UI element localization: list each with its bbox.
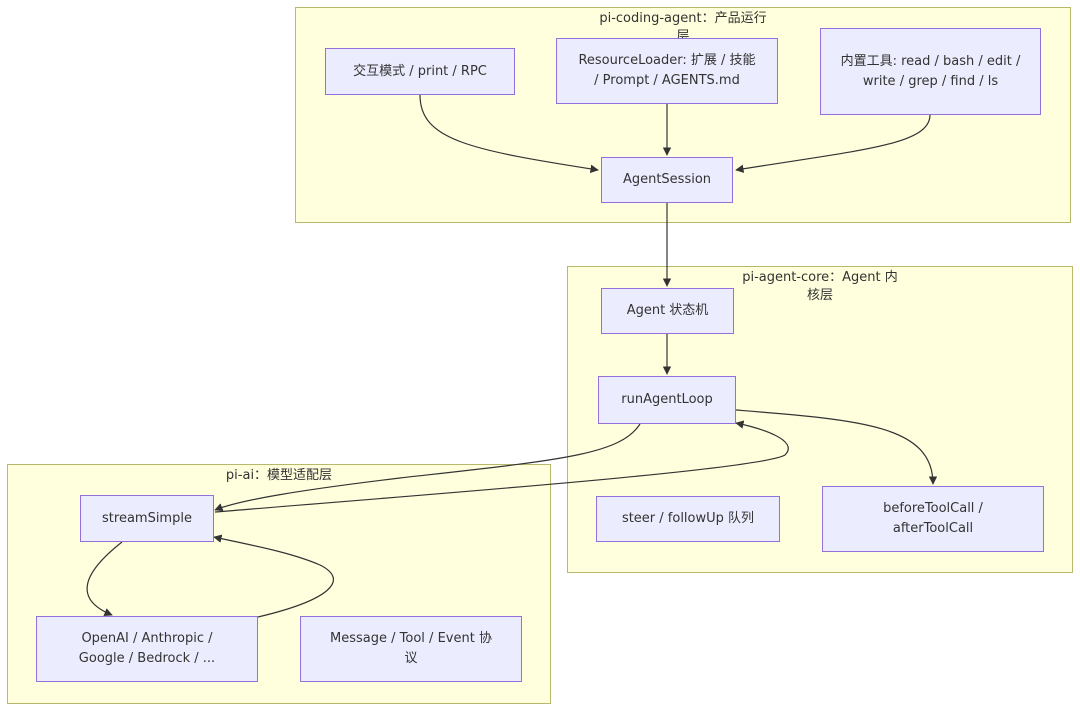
- cluster-label-pi-coding-agent: pi-coding-agent：产品运行层: [599, 11, 767, 40]
- node-resource-loader: ResourceLoader: 扩展 / 技能 / Prompt / AGENT…: [556, 38, 778, 104]
- node-stream-simple: streamSimple: [80, 495, 214, 542]
- node-steer-followup-queue: steer / followUp 队列: [596, 496, 780, 542]
- node-agent-state-machine: Agent 状态机: [601, 288, 734, 334]
- node-agent-session: AgentSession: [601, 157, 733, 203]
- node-tool-call-hooks: beforeToolCall / afterToolCall: [822, 486, 1044, 552]
- node-interaction-modes: 交互模式 / print / RPC: [325, 48, 515, 95]
- node-message-tool-event-protocol: Message / Tool / Event 协议: [300, 616, 522, 682]
- node-providers: OpenAI / Anthropic / Google / Bedrock / …: [36, 616, 258, 682]
- cluster-label-pi-ai: pi-ai：模型适配层: [225, 468, 333, 483]
- cluster-label-pi-agent-core: pi-agent-core：Agent 内核层: [742, 270, 898, 303]
- node-run-agent-loop: runAgentLoop: [598, 376, 736, 424]
- node-builtin-tools: 内置工具: read / bash / edit / write / grep …: [820, 28, 1041, 115]
